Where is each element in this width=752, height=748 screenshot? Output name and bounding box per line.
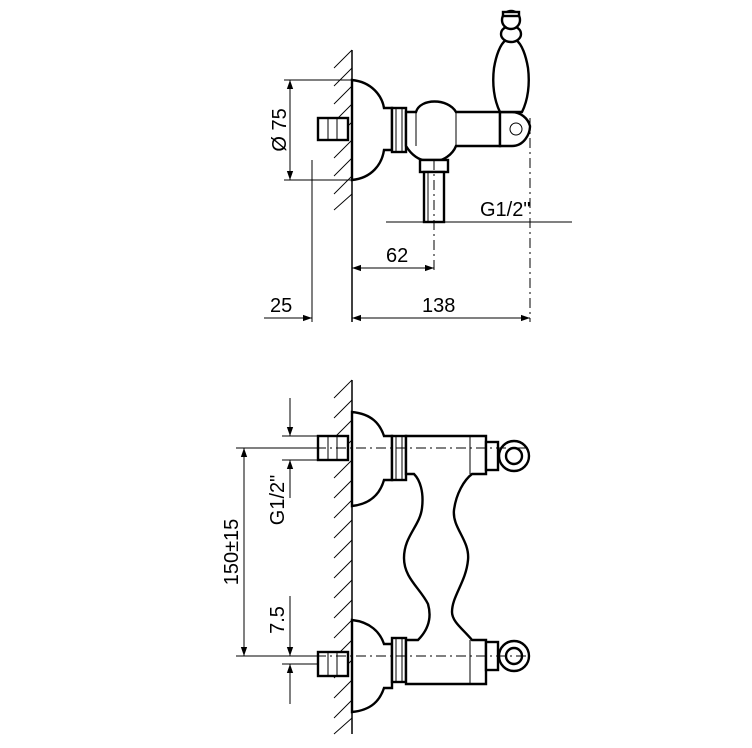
thread-label-front: G1/2" bbox=[267, 475, 289, 525]
offset-label-front: 7.5 bbox=[267, 606, 289, 634]
wall-hatch-top bbox=[333, 49, 353, 322]
rosette-side bbox=[350, 78, 394, 182]
eccentric-connector-top bbox=[316, 116, 350, 142]
wall-hatch-bottom bbox=[333, 379, 353, 735]
lever-handle-side bbox=[492, 38, 530, 114]
wall-depth-label: 25 bbox=[270, 295, 292, 317]
mixer-body-side bbox=[404, 100, 502, 162]
mixer-body-front bbox=[402, 434, 488, 686]
thread-label-side: G1/2" bbox=[480, 199, 530, 221]
upper-rosette bbox=[350, 410, 394, 508]
nut-side bbox=[390, 106, 408, 154]
diameter-label: Ø 75 bbox=[269, 108, 291, 151]
upper-handle bbox=[484, 439, 531, 473]
overall-depth-label: 138 bbox=[422, 295, 455, 317]
side-view: Ø 75 G1/2" 62 25 138 bbox=[264, 9, 572, 322]
handle-hub-side bbox=[498, 110, 532, 148]
lower-rosette bbox=[350, 618, 394, 714]
offset-label-side: 62 bbox=[386, 245, 408, 267]
front-view: 150±15 G1/2" 7.5 bbox=[221, 379, 531, 735]
centers-label: 150±15 bbox=[221, 519, 243, 586]
